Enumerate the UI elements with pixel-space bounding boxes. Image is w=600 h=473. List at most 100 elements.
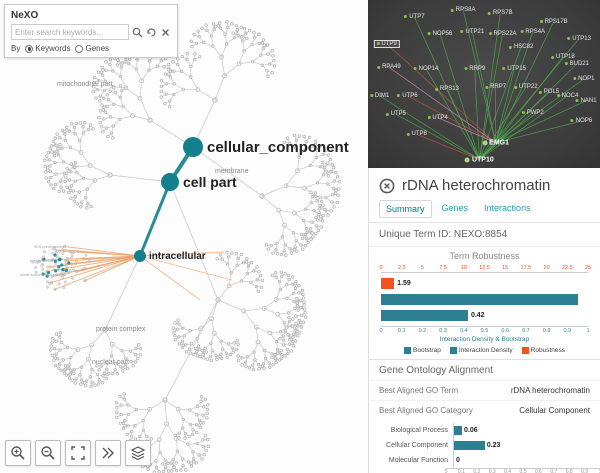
network-node-RPS17B[interactable]: RPS17B [539, 19, 568, 25]
gene-node-label: POL5 [543, 89, 560, 96]
network-node-UTP22[interactable]: UTP22 [513, 84, 538, 90]
gene-node-label: UTP8 [411, 131, 427, 138]
tree-node-intracellular[interactable] [134, 250, 146, 262]
network-node-RPS7B[interactable]: RPS7B [487, 10, 513, 16]
layers-button[interactable] [125, 440, 151, 466]
network-node-RPS13[interactable]: RPS13 [434, 86, 459, 92]
search-input[interactable] [11, 24, 129, 40]
network-node-UTP18[interactable]: UTP18 [551, 54, 575, 60]
gene-node-label: RPS8A [455, 7, 476, 14]
legend-swatch [404, 347, 411, 354]
gene-node-dot [406, 132, 410, 136]
network-node-UTP21[interactable]: UTP21 [460, 29, 484, 35]
tree-branch-label: mitochondrial part [57, 81, 113, 88]
radio-keywords[interactable]: Keywords [25, 44, 70, 53]
network-node-UTP4[interactable]: UTP4 [427, 115, 448, 121]
gene-node-label: NOC4 [561, 92, 579, 99]
zoom-in-button[interactable] [5, 440, 31, 466]
network-node-NOP56[interactable]: NOP56 [427, 31, 452, 37]
network-node-POL5[interactable]: POL5 [538, 89, 560, 96]
axis-tick: 25 [584, 265, 592, 271]
legend-item: Bootstrap [404, 347, 441, 354]
gene-node-dot [488, 32, 492, 36]
expand-collapse-button[interactable] [95, 440, 121, 466]
network-node-PWP2[interactable]: PWP2 [521, 109, 544, 116]
network-node-HSC82[interactable]: HSC82 [508, 44, 534, 51]
network-node-RRP7[interactable]: RRP7 [485, 84, 506, 90]
network-node-NOP14[interactable]: NOP14 [413, 66, 438, 72]
go-chart-value: 0 [456, 457, 460, 464]
gene-node-label: NOP1 [578, 75, 595, 82]
network-node-NOC4[interactable]: NOC4 [556, 92, 579, 99]
network-node-NOP1[interactable]: NOP1 [573, 76, 594, 82]
network-node-RPS22A[interactable]: RPS22A [488, 31, 517, 37]
go-chart-category: Cellular Component [386, 442, 448, 449]
axis-tick: 0.6 [501, 328, 510, 334]
radio-keywords-control[interactable] [25, 44, 34, 53]
tab-interactions[interactable]: Interactions [484, 203, 531, 213]
search-icon[interactable] [132, 25, 143, 39]
network-node-UTP13[interactable]: UTP13 [567, 36, 591, 42]
network-node-UTP7[interactable]: UTP7 [404, 14, 425, 20]
network-node-RPS4A[interactable]: RPS4A [520, 29, 545, 35]
gene-node-label: HSC82 [513, 44, 534, 51]
go-alignment-section-title: Gene Ontology Alignment [369, 359, 600, 380]
gene-node-dot [427, 32, 431, 36]
network-node-BUD21[interactable]: BUD21 [564, 61, 589, 67]
tab-summary[interactable]: Summary [379, 200, 432, 218]
network-node-NOP6[interactable]: NOP6 [570, 118, 592, 124]
legend-label: Bootstrap [413, 347, 441, 354]
network-node-UTP9[interactable]: UTP9 [373, 39, 400, 48]
network-node-RPS8A[interactable]: RPS8A [450, 7, 476, 14]
legend-swatch [449, 347, 457, 354]
network-node-UTP8[interactable]: UTP8 [406, 131, 427, 138]
axis-tick: 10 [460, 265, 467, 271]
network-node-UTP6[interactable]: UTP6 [397, 93, 418, 99]
tab-genes[interactable]: Genes [441, 203, 469, 213]
axis-tick: 0.3 [488, 469, 496, 473]
gene-node-label: RRP7 [490, 84, 507, 91]
legend-swatch [521, 347, 529, 354]
close-icon[interactable] [379, 178, 395, 194]
gene-node-label: RPA49 [382, 64, 401, 71]
tree-branch-label: membrane [215, 168, 249, 175]
axis-tick: 0.7 [522, 328, 530, 334]
radio-genes-label: Genes [85, 44, 110, 53]
network-node-DIM1[interactable]: DIM1 [369, 93, 389, 99]
radio-genes[interactable]: Genes [75, 44, 109, 53]
zoom-out-button[interactable] [35, 440, 61, 466]
axis-tick: 5 [420, 265, 424, 271]
network-node-UTP10[interactable]: UTP10 [464, 156, 494, 163]
gene-node-label: PWP2 [526, 109, 544, 116]
network-node-EMG1[interactable]: EMG1 [482, 139, 509, 146]
go-category-label: Best Aligned GO Category [379, 406, 473, 415]
gene-node-label: UTP18 [556, 54, 575, 61]
tree-node-label: cellular_component [207, 139, 349, 156]
fit-to-screen-button[interactable] [65, 440, 91, 466]
network-node-RPA49[interactable]: RPA49 [377, 64, 401, 70]
gene-node-dot [551, 55, 555, 59]
axis-tick: 0.5 [480, 328, 489, 334]
tree-node-cellular-component[interactable] [183, 137, 203, 157]
bar-value-label: 1.59 [397, 280, 411, 287]
go-term-row: Best Aligned GO Term rDNA heterochromati… [369, 380, 600, 400]
network-node-UTP5[interactable]: UTP5 [385, 111, 406, 117]
refresh-icon[interactable] [146, 25, 157, 39]
axis-tick: 0.9 [563, 328, 572, 334]
network-node-UTP15[interactable]: UTP15 [502, 66, 526, 72]
legend-item: Robustness [521, 347, 565, 354]
gene-node-dot [413, 67, 417, 71]
clear-icon[interactable] [160, 25, 171, 39]
search-by-label: By [11, 44, 21, 53]
tree-node-cell-part[interactable] [161, 173, 179, 191]
network-node-RRP9[interactable]: RRP9 [464, 66, 485, 72]
network-node-NAN1[interactable]: NAN1 [575, 98, 597, 104]
radio-genes-control[interactable] [75, 44, 84, 53]
